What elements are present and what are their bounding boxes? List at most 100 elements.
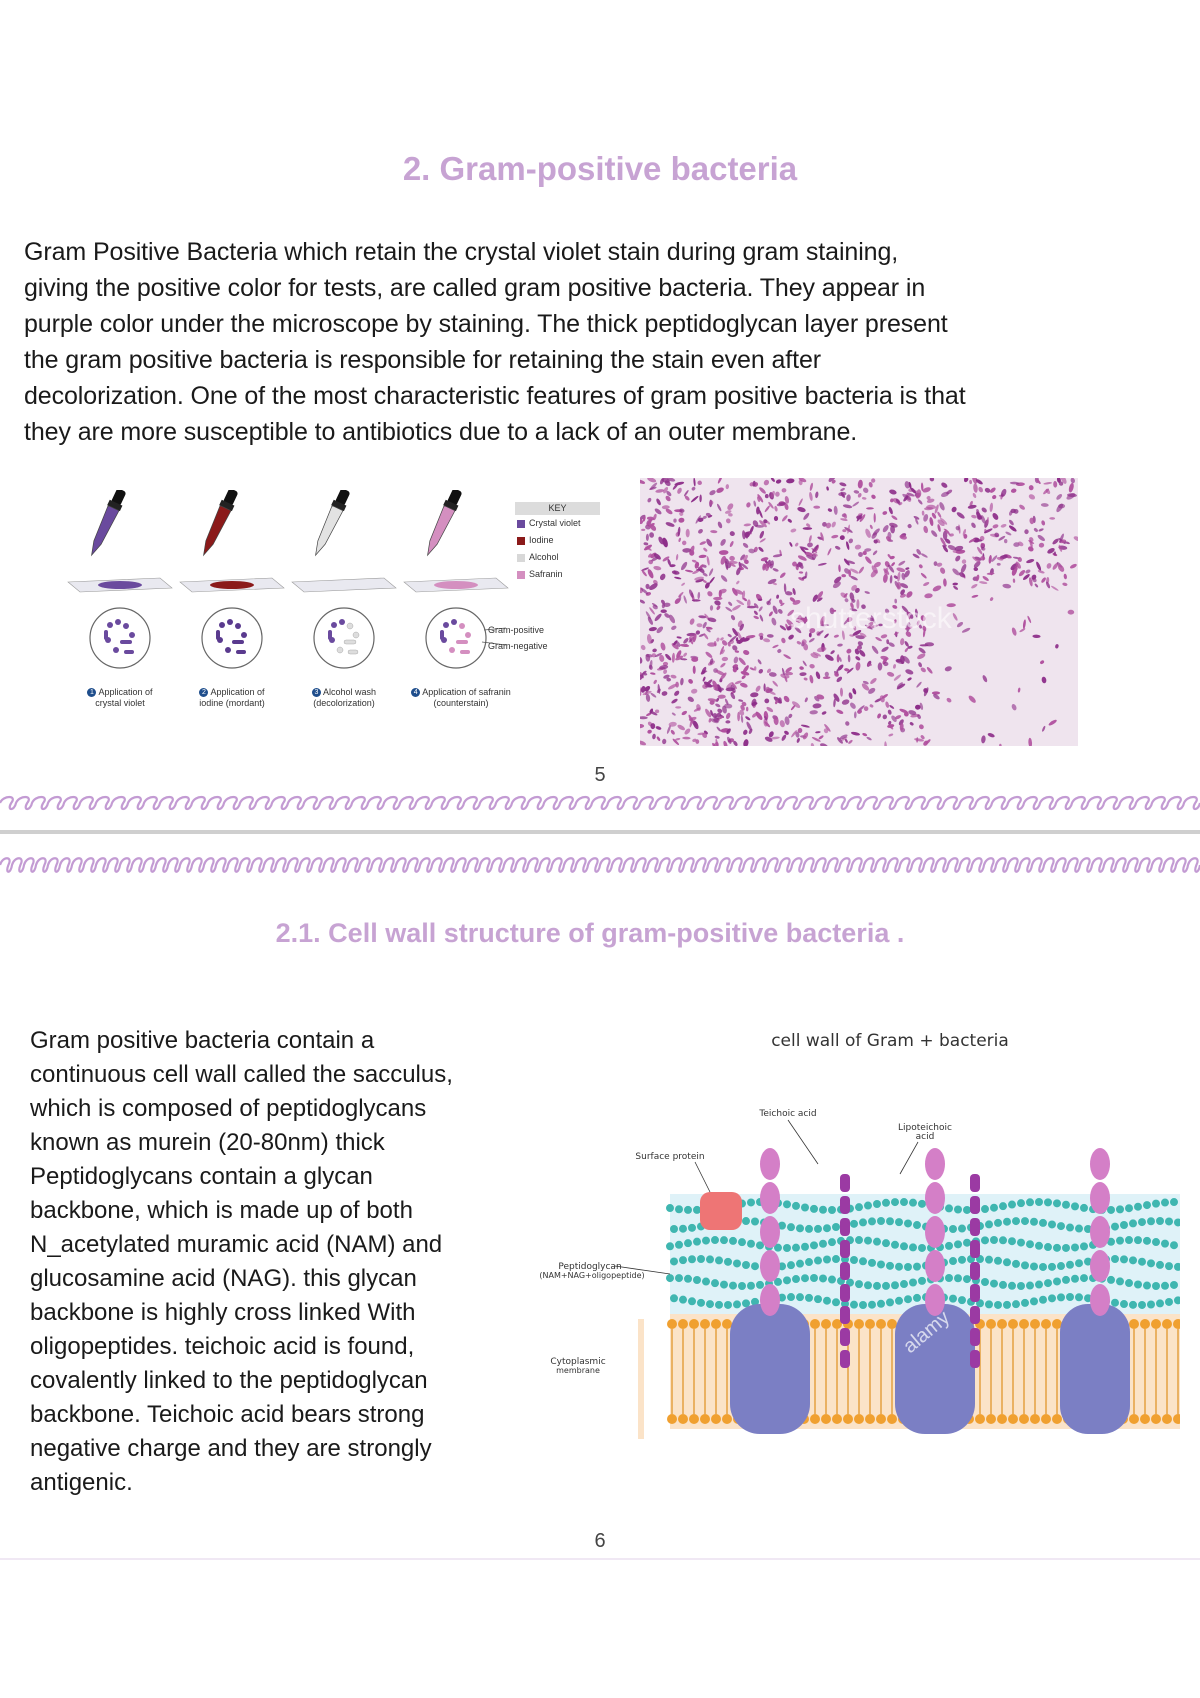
section-title: 2.1. Cell wall structure of gram-positiv… (275, 918, 905, 948)
paragraph-line: they are more susceptible to antibiotics… (24, 418, 858, 446)
lipoteichoic-acid-unit (970, 1196, 980, 1214)
key-item-crystal-violet: Crystal violet (515, 515, 600, 532)
gram-type-labels: Gram-positive Gram-negative (488, 622, 548, 654)
lipoteichoic-acid-unit (840, 1218, 850, 1236)
step-caption-line: iodine (mordant) (199, 698, 265, 708)
teichoic-acid-unit (760, 1182, 780, 1214)
legend-swatch (517, 519, 525, 528)
lipoteichoic-acid-unit (840, 1174, 850, 1192)
diagram-title: cell wall of Gram + bacteria (771, 1031, 1009, 1051)
key-label: Alcohol (529, 552, 559, 562)
lipoteichoic-acid-unit (970, 1262, 980, 1280)
key-title: KEY (515, 502, 600, 515)
membrane-protein (730, 1304, 810, 1434)
page-title: 2. Gram-positive bacteria (402, 150, 798, 187)
step-number: 4 (411, 688, 421, 698)
paragraph-line: the gram positive bacteria is responsibl… (24, 346, 822, 374)
paragraph-line: covalently linked to the peptidoglycan (30, 1367, 428, 1394)
lipoteichoic-acid-unit (840, 1350, 850, 1368)
step-caption-line: Application of safranin (422, 687, 511, 697)
dropper-slide-cell-icon (403, 488, 509, 669)
cytoplasmic-membrane-label-2: membrane (556, 1366, 600, 1375)
key-label: Iodine (529, 535, 554, 545)
lipoteichoic-acid-unit (840, 1196, 850, 1214)
key-label: Safranin (529, 569, 563, 579)
gram-negative-label: Gram-negative (488, 641, 548, 651)
paragraph-line: antigenic. (30, 1469, 133, 1496)
lipoteichoic-acid-unit (840, 1262, 850, 1280)
teichoic-acid-unit (925, 1216, 945, 1248)
decorative-squiggle-border (0, 795, 1200, 811)
teichoic-acid-unit (1090, 1216, 1110, 1248)
paragraph-line: oligopeptides. teichoic acid is found, (30, 1333, 415, 1360)
teichoic-acid-unit (760, 1148, 780, 1180)
teichoic-acid-unit (1090, 1182, 1110, 1214)
page-separator (0, 830, 1200, 834)
step-caption-line: Application of (210, 687, 265, 697)
surface-protein (700, 1192, 742, 1230)
paragraph-line: decolorization. One of the most characte… (24, 382, 966, 410)
paragraph-line: N_acetylated muramic acid (NAM) and (30, 1231, 443, 1258)
paragraph-line: negative charge and they are strongly (30, 1435, 432, 1462)
lipoteichoic-acid-unit (970, 1240, 980, 1258)
paragraph-line: known as murein (20-80nm) thick (30, 1129, 385, 1156)
dropper-slide-cell-icon (179, 488, 285, 669)
paragraph-line: which is composed of peptidoglycans (30, 1095, 427, 1122)
step-caption-line: Alcohol wash (322, 687, 377, 697)
teichoic-acid-unit (1090, 1250, 1110, 1282)
lipoteichoic-acid-unit (840, 1328, 850, 1346)
legend-swatch (517, 570, 525, 579)
membrane-protein (895, 1304, 975, 1434)
page-5: 2. Gram-positive bacteria Gram Positive … (0, 0, 1200, 830)
legend-swatch (517, 536, 525, 545)
key-label: Crystal violet (529, 518, 581, 528)
surface-protein-label: Surface protein (635, 1152, 704, 1162)
peptidoglycan-label: Peptidoglycan (558, 1262, 621, 1272)
membrane-protein (1060, 1304, 1130, 1434)
teichoic-acid-unit (925, 1284, 945, 1316)
lipoteichoic-acid-unit (970, 1328, 980, 1346)
decorative-divider (0, 1558, 1200, 1560)
step-number: 3 (311, 688, 321, 698)
teichoic-acid-unit (760, 1284, 780, 1316)
teichoic-acid-unit (925, 1182, 945, 1214)
lipoteichoic-acid-unit (970, 1174, 980, 1192)
peptidoglycan-label-2: (NAM+NAG+oligopeptide) (539, 1271, 644, 1280)
teichoic-acid-unit (1090, 1148, 1110, 1180)
dropper-slide-cell-icon (291, 488, 397, 669)
dropper-slide-cell-icon (67, 488, 173, 669)
step-number: 2 (199, 688, 209, 698)
paragraph-line: continuous cell wall called the sacculus… (30, 1061, 453, 1088)
lipoteichoic-acid-unit (970, 1284, 980, 1302)
lipoteichoic-acid-label-2: acid (916, 1132, 935, 1142)
teichoic-acid-label: Teichoic acid (758, 1109, 816, 1119)
gram-positive-label: Gram-positive (488, 625, 545, 635)
paragraph-line: backbone. Teichoic acid bears strong (30, 1401, 425, 1428)
key-item-iodine: Iodine (515, 532, 600, 549)
step-caption-line: Application of (98, 687, 153, 697)
lipoteichoic-acid-unit (970, 1306, 980, 1324)
cytoplasmic-membrane-label: Cytoplasmic (550, 1357, 605, 1367)
lipoteichoic-acid-unit (970, 1218, 980, 1236)
paragraph-line: giving the positive color for tests, are… (24, 274, 926, 302)
teichoic-acid-unit (760, 1216, 780, 1248)
gram-positive-cell-wall-diagram: cell wall of Gram + bacteria Teichoic ac… (539, 1031, 1180, 1439)
teichoic-acid-unit (925, 1148, 945, 1180)
page-number: 6 (594, 1530, 606, 1552)
gram-positive-micrograph-image: shutterstock (640, 478, 1078, 746)
decorative-squiggle-border (0, 857, 1200, 873)
teichoic-acid-unit (1090, 1284, 1110, 1316)
lipoteichoic-acid-unit (840, 1306, 850, 1324)
stain-key-legend: KEY Crystal violet Iodine Alcohol Safran… (515, 502, 600, 583)
teichoic-acid-unit (760, 1250, 780, 1282)
paragraph-line: backbone is highly cross linked With (30, 1299, 416, 1326)
